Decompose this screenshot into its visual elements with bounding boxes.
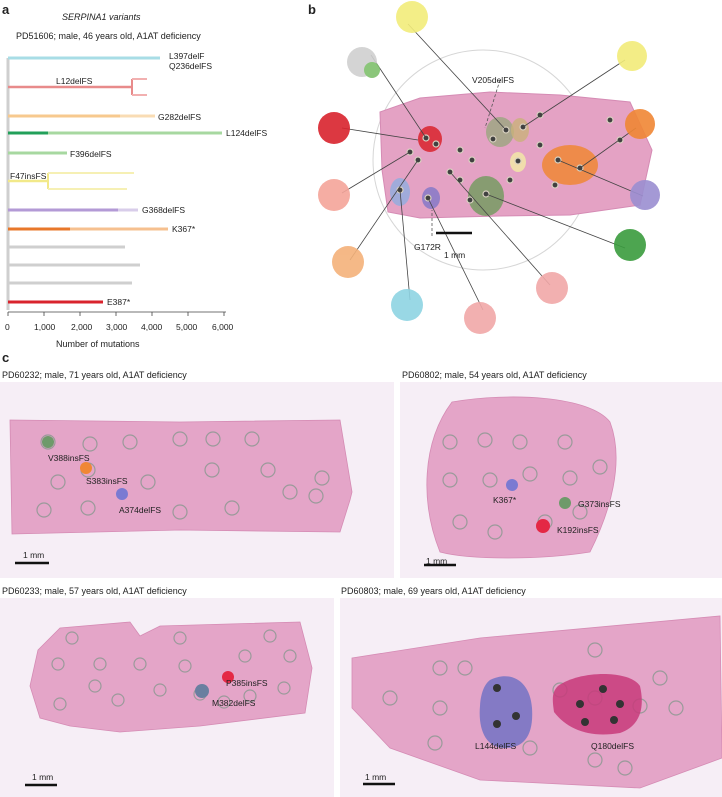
- variant-label: V388insFS: [48, 453, 90, 463]
- phylogenetic-tree: [6, 56, 226, 316]
- panel-c-label: c: [2, 350, 10, 365]
- variant-label: K192insFS: [557, 525, 599, 535]
- variant-label: L12delFS: [56, 76, 93, 86]
- variant-label: F47insFS: [10, 171, 47, 181]
- scale-bar-label: 1 mm: [23, 550, 45, 560]
- sample-3-tissue: [25, 621, 313, 787]
- variant-label: P385insFS: [226, 678, 268, 688]
- variant-label: G282delFS: [158, 112, 201, 122]
- variant-label: Q236delFS: [169, 61, 212, 71]
- variant-label: L397delF: [169, 51, 205, 61]
- gene-title: SERPINA1 variants: [62, 12, 141, 22]
- variant-label: E387*: [107, 297, 131, 307]
- sample-title: PD60802; male, 54 years old, A1AT defici…: [402, 370, 587, 380]
- variant-label: K367*: [172, 224, 196, 234]
- sample-1-tissue: [9, 419, 353, 565]
- variant-label: A374delFS: [119, 505, 162, 515]
- annotation-v205: V205delFS: [472, 75, 515, 85]
- variant-label: M382delFS: [212, 698, 256, 708]
- panel-b-label: b: [308, 2, 316, 17]
- variant-label: K367*: [493, 495, 517, 505]
- scale-bar-label: 1 mm: [32, 772, 54, 782]
- x-tick-label: 4,000: [141, 322, 163, 332]
- x-axis-title: Number of mutations: [56, 339, 140, 349]
- variant-label: S383insFS: [86, 476, 128, 486]
- scale-bar-label: 1 mm: [426, 556, 448, 566]
- x-tick-label: 2,000: [71, 322, 93, 332]
- panel-a-patient: PD51606; male, 46 years old, A1AT defici…: [16, 31, 201, 41]
- panel-a-label: a: [2, 2, 10, 17]
- sample-4-tissue: [351, 615, 722, 789]
- variant-label: F396delFS: [70, 149, 112, 159]
- x-tick-label: 5,000: [176, 322, 198, 332]
- panel-b-figure: [318, 1, 660, 334]
- variant-label: G373insFS: [578, 499, 621, 509]
- x-tick-label: 0: [5, 322, 10, 332]
- scale-bar-label: 1 mm: [365, 772, 387, 782]
- variant-label: L144delFS: [475, 741, 517, 751]
- x-tick-label: 6,000: [212, 322, 234, 332]
- annotation-g172r: G172R: [414, 242, 441, 252]
- x-tick-label: 1,000: [34, 322, 56, 332]
- variant-label: Q180delFS: [591, 741, 634, 751]
- sample-2-tissue: [424, 396, 617, 567]
- scale-bar-label: 1 mm: [444, 250, 466, 260]
- sample-title: PD60232; male, 71 years old, A1AT defici…: [2, 370, 187, 380]
- variant-label: G368delFS: [142, 205, 185, 215]
- sample-title: PD60803; male, 69 years old, A1AT defici…: [341, 586, 526, 596]
- sample-title: PD60233; male, 57 years old, A1AT defici…: [2, 586, 187, 596]
- variant-label: L124delFS: [226, 128, 268, 138]
- x-tick-label: 3,000: [106, 322, 128, 332]
